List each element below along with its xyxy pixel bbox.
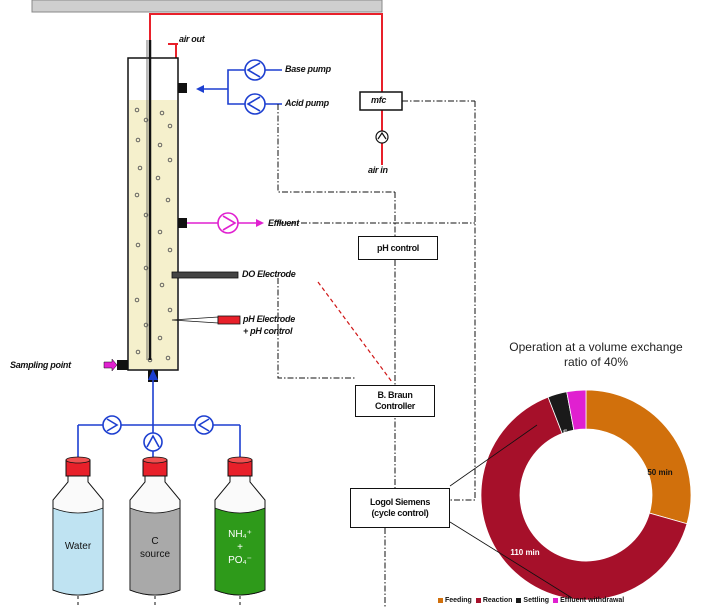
ph-electrode-probe — [171, 316, 219, 324]
bottle-contents — [52, 507, 104, 596]
sampling-point-label: Sampling point — [10, 360, 71, 370]
feed-up-arrow — [148, 369, 158, 380]
bottle-label-line: Water — [64, 541, 92, 552]
acid-pump-label: Acid pump — [285, 98, 329, 108]
bottle-label-line: NH₄⁺ — [228, 529, 252, 540]
ph-electrode-label: pH Electrode — [243, 314, 295, 324]
donut-data-label: 5 min — [563, 429, 569, 445]
nutrient-pump-icon — [194, 415, 214, 435]
bottle-contents — [214, 507, 266, 596]
sampling-arrow — [103, 358, 118, 372]
control-wiring — [277, 100, 476, 607]
sampling-port — [117, 360, 128, 370]
legend-label: Settling — [523, 597, 550, 604]
donut-slice-feeding — [585, 389, 692, 525]
base-pump-icon — [244, 59, 266, 81]
bottle-label-line: PO₄⁻ — [228, 555, 252, 566]
air-out-label: air out — [179, 34, 205, 44]
acid-pump-icon — [244, 93, 266, 115]
chart-legend: Feeding Reaction Settling Effluent withdraw… — [434, 597, 624, 604]
reactor-liquid — [129, 100, 177, 369]
braun-controller-box: B. Braun Controller — [355, 385, 435, 417]
controller-line1: B. Braun — [377, 390, 413, 400]
legend-label: Feeding — [445, 597, 472, 604]
effluent-pump-icon — [217, 212, 239, 234]
logo-line2: (cycle control) — [371, 508, 429, 518]
legend-swatch — [516, 597, 522, 603]
donut-pointer-lines — [449, 424, 573, 599]
bottle-2 — [214, 456, 266, 596]
base-acid-port — [178, 83, 187, 93]
cycle-donut-chart: 50 min 110 min 5 min 5 min — [480, 389, 692, 601]
air-in-label: air in — [368, 165, 388, 175]
effluent-port — [178, 218, 187, 228]
bottle-label: Water — [48, 540, 108, 553]
air-in-valve-icon — [375, 130, 389, 144]
legend-swatch — [475, 597, 481, 603]
donut-slice-effluent-withdrawal — [566, 389, 587, 431]
bottle-label-line: C — [151, 536, 159, 547]
bottle-contents — [129, 507, 181, 596]
base-pump-label: Base pump — [285, 64, 331, 74]
do-controller-link — [317, 281, 393, 383]
ph-control-box: pH control — [358, 236, 438, 260]
chart-title-line1: Operation at a volume exchange — [509, 340, 683, 354]
reactor-bubbles — [134, 107, 173, 363]
ph-control-sublabel: + pH control — [243, 326, 293, 336]
logo-line1: Logol Siemens — [369, 497, 431, 507]
water-pump-icon — [102, 415, 122, 435]
effluent-label: Effluent — [268, 218, 299, 228]
do-electrode-probe — [171, 271, 239, 279]
chart-title: Operation at a volume exchange ratio of … — [470, 340, 722, 370]
controller-line2: Controller — [374, 401, 415, 411]
logo-siemens-box: Logol Siemens (cycle control) — [350, 488, 450, 528]
bottle-0 — [52, 456, 104, 596]
donut-data-label: 110 min — [510, 548, 539, 557]
donut-data-label: 50 min — [647, 468, 672, 477]
bottle-label: NH₄⁺ + PO₄⁻ — [210, 528, 270, 567]
pump-lines — [198, 69, 282, 105]
legend-swatch — [438, 597, 443, 603]
mfc-label: mfc — [371, 95, 387, 105]
chart-title-line2: ratio of 40% — [563, 355, 629, 369]
carbon-pump-icon — [143, 432, 163, 452]
legend-label: Effluent withdrawal — [560, 597, 625, 604]
legend-swatch — [553, 597, 559, 603]
do-electrode-label: DO Electrode — [242, 269, 296, 279]
bottle-1 — [129, 456, 181, 596]
header-bar — [31, 0, 383, 13]
donut-data-label: 5 min — [574, 429, 580, 445]
bottle-label-line: source — [139, 549, 170, 560]
donut-slice-reaction — [480, 396, 688, 601]
legend-label: Reaction — [482, 597, 513, 604]
bottle-label-line: + — [237, 542, 243, 553]
